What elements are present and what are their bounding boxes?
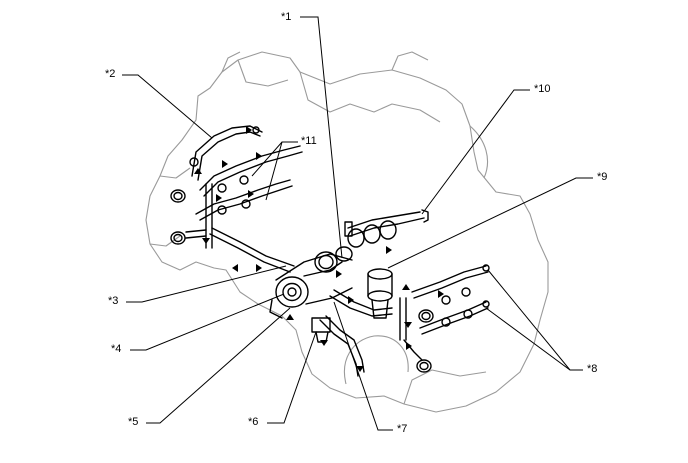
callout-6: *6: [248, 416, 259, 428]
leader-1: [300, 16, 343, 259]
leader-lines: [122, 16, 593, 431]
callout-2: *2: [105, 68, 116, 80]
callout-8: *8: [587, 363, 598, 375]
leader-3: [126, 265, 287, 303]
leader-7: [333, 301, 393, 431]
leader-10: [421, 89, 530, 215]
callout-11: *11: [301, 135, 317, 147]
leader-2: [122, 74, 213, 139]
engine-outline: [145, 51, 549, 413]
components: [170, 125, 490, 377]
leader-5: [146, 307, 291, 424]
leader-9: [387, 177, 593, 269]
callout-1: *1: [281, 11, 292, 23]
flow-arrows: [194, 126, 444, 372]
leader-6: [267, 331, 317, 424]
callout-5: *5: [128, 416, 139, 428]
leader-4: [130, 293, 285, 351]
callout-7: *7: [397, 423, 408, 435]
callout-10: *10: [534, 83, 551, 95]
callout-4: *4: [111, 343, 122, 355]
callout-3: *3: [108, 295, 119, 307]
callout-9: *9: [597, 171, 608, 183]
